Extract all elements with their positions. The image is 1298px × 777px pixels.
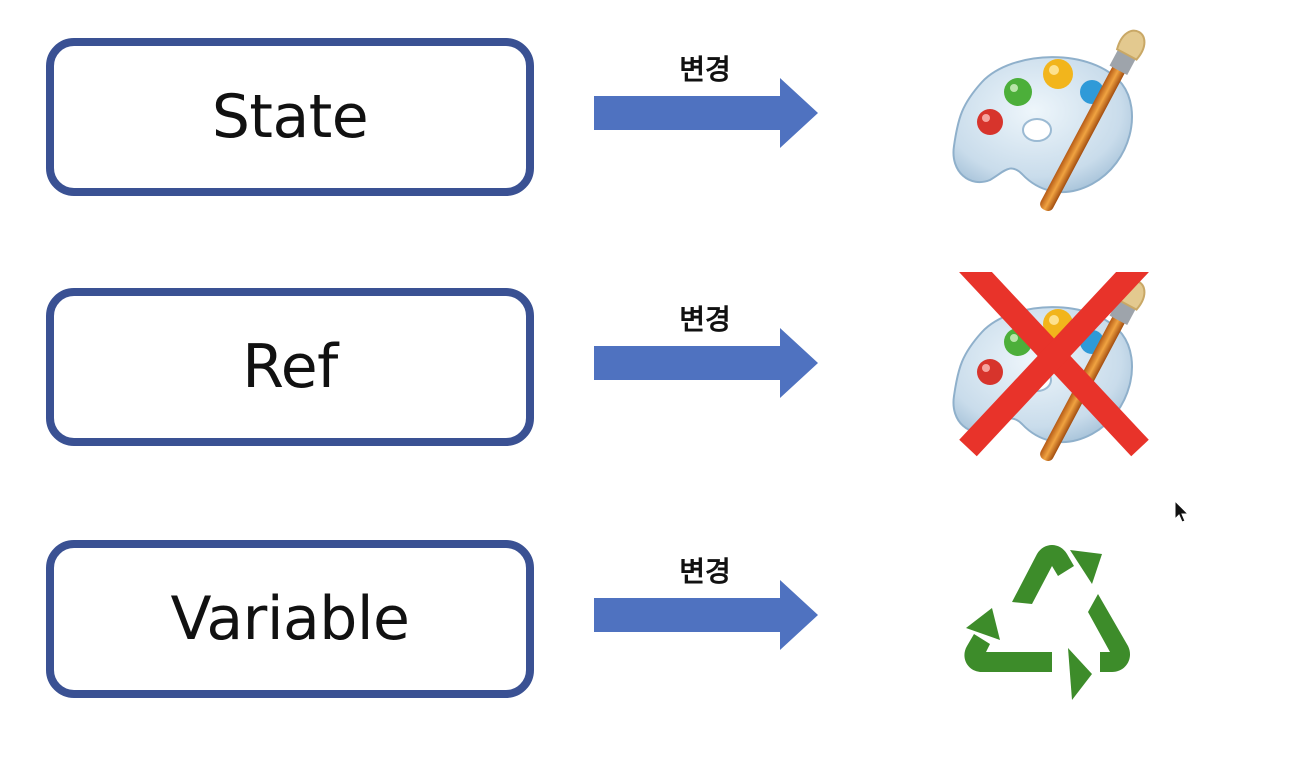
variable-row: Variable 변경 bbox=[0, 536, 1298, 696]
mouse-cursor-icon bbox=[1174, 500, 1190, 523]
variable-label: Variable bbox=[170, 584, 410, 654]
change-label: 변경 bbox=[679, 555, 731, 588]
change-label: 변경 bbox=[679, 303, 731, 336]
recycle-icon bbox=[942, 524, 1152, 714]
variable-box: Variable bbox=[46, 540, 534, 698]
state-box: State bbox=[46, 38, 534, 196]
crossed-out-palette-icon bbox=[942, 272, 1152, 462]
state-row: State 변경 bbox=[0, 34, 1298, 194]
ref-row: Ref 변경 bbox=[0, 272, 1298, 446]
right-arrow-icon bbox=[594, 78, 818, 148]
change-label: 변경 bbox=[679, 53, 731, 86]
right-arrow-icon bbox=[594, 580, 818, 650]
ref-box: Ref bbox=[46, 288, 534, 446]
state-label: State bbox=[211, 82, 369, 152]
right-arrow-icon bbox=[594, 328, 818, 398]
paint-palette-icon bbox=[942, 22, 1152, 212]
red-x-icon bbox=[959, 272, 1149, 457]
ref-label: Ref bbox=[242, 332, 338, 402]
